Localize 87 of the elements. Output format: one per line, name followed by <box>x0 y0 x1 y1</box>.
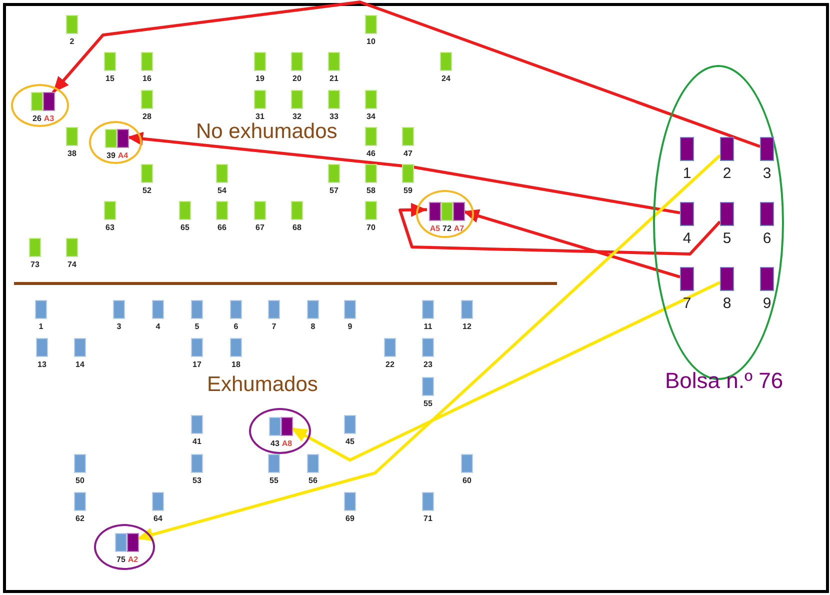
grave-number: 73 <box>30 260 40 269</box>
grave-number: 33 <box>330 112 338 121</box>
highlight-ellipse <box>89 121 142 164</box>
grave-number: 47 <box>404 149 412 158</box>
grave-number: 43 <box>270 439 280 448</box>
grave-number: 23 <box>424 360 432 369</box>
grave-number: 10 <box>366 37 376 46</box>
grave-number: 53 <box>192 476 202 485</box>
grave-number: 7 <box>272 322 276 331</box>
grave-number: 55 <box>270 476 278 485</box>
grave-number: 22 <box>386 360 394 369</box>
section-label: Exhumados <box>207 373 318 397</box>
arrow <box>398 202 722 256</box>
grave-number: 13 <box>38 360 46 369</box>
grave-number: 66 <box>218 223 226 232</box>
highlight-ellipse <box>416 190 474 238</box>
grave-number: 3 <box>116 322 122 331</box>
grave-number: 32 <box>292 112 302 121</box>
grave-number: 9 <box>348 322 352 331</box>
grave-number: 17 <box>192 360 202 369</box>
grave-number: 14 <box>76 360 84 369</box>
grave-number: 71 <box>424 514 432 523</box>
highlight-ellipse <box>249 408 311 454</box>
grave-number: 8 <box>310 322 316 331</box>
grave-number: 67 <box>256 223 264 232</box>
item-number: 5 <box>722 231 732 247</box>
item-number: 4 <box>682 231 692 247</box>
grave-number: A5 <box>430 224 440 233</box>
item-number: 6 <box>762 231 772 247</box>
grave-number: 60 <box>462 476 472 485</box>
grave-number: A3 <box>44 114 54 123</box>
grave-number: 38 <box>68 149 76 158</box>
grave-number: 24 <box>442 74 450 83</box>
grave-number: 28 <box>142 112 152 121</box>
grave-number: 4 <box>156 322 160 331</box>
grave-number: 1 <box>38 322 44 331</box>
grave-number: 59 <box>404 186 412 195</box>
grave-number: 55 <box>424 399 432 408</box>
grave-number: 68 <box>292 223 302 232</box>
grave-number: A8 <box>282 439 292 448</box>
grave-number: 26 <box>32 114 42 123</box>
grave-number: 16 <box>142 74 152 83</box>
grave-number: 63 <box>106 223 114 232</box>
item-number: 8 <box>722 296 732 312</box>
item-number: 2 <box>722 166 732 182</box>
item-number: 7 <box>682 296 692 312</box>
grave-number: 62 <box>76 514 84 523</box>
grave-number: 50 <box>76 476 84 485</box>
highlight-ellipse <box>94 524 155 570</box>
bag-label: Bolsa n.º 76 <box>665 368 784 394</box>
grave-number: 54 <box>218 186 226 195</box>
grave-number: 75 <box>116 555 126 564</box>
grave-number: 74 <box>68 260 76 269</box>
grave-number: 31 <box>256 112 264 121</box>
grave-number: 56 <box>308 476 318 485</box>
grave-number: 70 <box>366 223 376 232</box>
grave-number: 72 <box>442 224 452 233</box>
section-label: No exhumados <box>196 120 338 144</box>
grave-number: 20 <box>292 74 302 83</box>
grave-number: 52 <box>142 186 152 195</box>
item-number: 9 <box>762 296 772 312</box>
grave-number: 19 <box>256 74 264 83</box>
item-number: 3 <box>762 166 772 182</box>
grave-number: 69 <box>346 514 354 523</box>
grave-number: 58 <box>366 186 376 195</box>
grave-number: 64 <box>154 514 162 523</box>
arrow <box>52 0 760 148</box>
grave-number: A2 <box>128 555 138 564</box>
grave-number: 21 <box>330 74 338 83</box>
grave-number: 46 <box>366 149 376 158</box>
grave-number: 18 <box>232 360 240 369</box>
grave-number: 12 <box>462 322 472 331</box>
highlight-ellipse <box>11 84 69 127</box>
grave-number: 65 <box>180 223 190 232</box>
grave-number: 57 <box>330 186 338 195</box>
grave-number: 41 <box>192 437 202 446</box>
grave-number: 45 <box>346 437 354 446</box>
grave-number: A4 <box>118 151 128 160</box>
grave-number: 11 <box>424 322 432 331</box>
grave-number: 39 <box>106 151 116 160</box>
item-number: 1 <box>682 166 692 182</box>
grave-number: 5 <box>194 322 200 331</box>
grave-number: 6 <box>234 322 238 331</box>
grave-number: 15 <box>106 74 114 83</box>
grave-number: A7 <box>454 224 464 233</box>
grave-number: 34 <box>366 112 376 121</box>
grave-number: 2 <box>70 37 74 46</box>
